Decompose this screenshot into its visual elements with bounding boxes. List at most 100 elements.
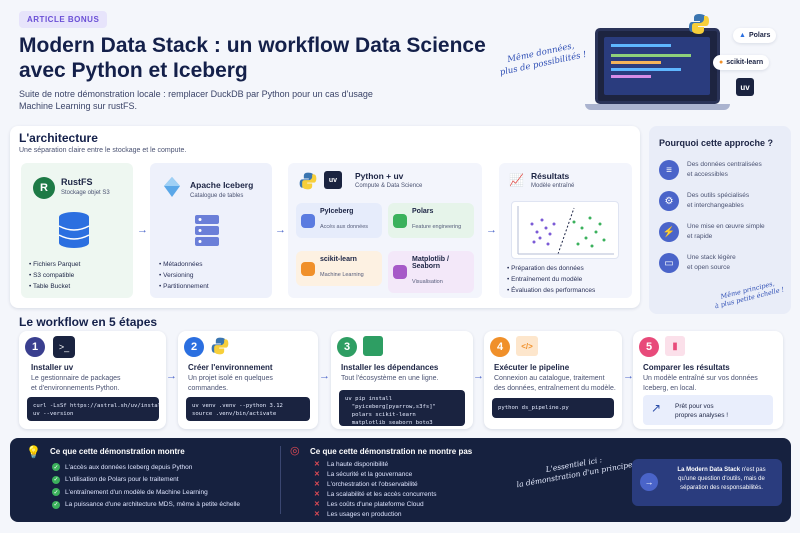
iceberg-item: • Versioning xyxy=(159,272,194,279)
laptop-icon: ▭ xyxy=(659,253,679,273)
polars-logo: ▲Polars xyxy=(733,28,777,43)
results-item-label: Évaluation des performances xyxy=(511,287,596,294)
architecture-title: L'architecture xyxy=(19,131,98,145)
lib-name: PyIceberg xyxy=(320,208,354,215)
title-line-1: Modern Data Stack : un workflow Data Sci… xyxy=(19,34,486,57)
iceberg-item: • Métadonnées xyxy=(159,261,203,268)
arrow-right-icon: → xyxy=(319,370,330,382)
laptop-base xyxy=(585,104,730,110)
arrow-icon: → xyxy=(640,473,658,491)
not-shows-item-label: Les coûts d'une plateforme Cloud xyxy=(327,501,424,509)
not-shows-item: ✕Les usages en production xyxy=(314,511,436,520)
target-icon: ◎ xyxy=(290,445,300,457)
step-desc-line2: et d'environnements Python. xyxy=(31,385,120,392)
results-item: • Entraînement du modèle xyxy=(507,276,583,283)
results-name: Résultats xyxy=(531,171,570,181)
not-shows-title: Ce que cette démonstration ne montre pas xyxy=(310,447,473,456)
check-icon: ✓ xyxy=(52,488,60,496)
why-title: Pourquoi cette approche ? xyxy=(659,138,774,148)
results-item: • Évaluation des performances xyxy=(507,287,596,294)
why-item-line1: Une stack légère xyxy=(687,254,736,261)
check-icon: ✓ xyxy=(52,500,60,509)
rustfs-item: • Table Bucket xyxy=(29,283,71,290)
step-desc: Tout l'écosystème en une ligne. xyxy=(341,375,439,382)
rustfs-card: R RustFS Stockage objet S3 • Fichiers Pa… xyxy=(21,163,133,298)
shows-item-label: La puissance d'une architecture MDS, mêm… xyxy=(65,501,241,508)
cross-icon: ✕ xyxy=(314,471,320,479)
sklearn-icon: ● xyxy=(719,59,724,66)
arrow-right-icon: → xyxy=(137,224,148,236)
conclusion-line1: n'est pas xyxy=(740,467,766,473)
results-list: • Préparation des données • Entraînement… xyxy=(507,263,595,296)
python-icon xyxy=(210,336,230,356)
sklearn-label: scikit-learn xyxy=(726,59,764,66)
rustfs-desc: Stockage objet S3 xyxy=(61,190,110,196)
title-line-2: avec Python et Iceberg xyxy=(19,59,248,82)
results-item-label: Préparation des données xyxy=(511,265,584,272)
shows-item: ✓L'utilisation de Polars pour le traitem… xyxy=(52,475,240,484)
shows-item-label: L'entraînement d'un modèle de Machine Le… xyxy=(65,488,208,496)
divider xyxy=(280,446,281,514)
not-shows-item: ✕La scalabilité et les accès concurrents xyxy=(314,491,436,500)
step-number: 3 xyxy=(337,337,357,357)
step-desc-line1: Connexion au catalogue, traitement xyxy=(494,375,605,382)
why-item-line2: et accessibles xyxy=(687,171,728,178)
iceberg-name: Apache Iceberg xyxy=(190,180,254,190)
rustfs-item: • Fichiers Parquet xyxy=(29,261,81,268)
lib-desc: Accès aux données xyxy=(320,224,369,230)
not-shows-item: ✕La sécurité et la gouvernance xyxy=(314,471,436,480)
iceberg-icon xyxy=(160,175,184,199)
page-subtitle: Suite de notre démonstration locale : re… xyxy=(19,88,409,112)
not-shows-list: ✕ La haute disponibilité ✕La sécurité et … xyxy=(314,461,436,522)
database-icon xyxy=(57,211,91,249)
ready-line1: Prêt pour vos xyxy=(675,403,714,410)
shows-item-label: L'accès aux données Iceberg depuis Pytho… xyxy=(65,463,193,471)
check-icon: ✓ xyxy=(52,475,60,484)
conclusion-line3: séparation des responsabilités. xyxy=(680,485,763,491)
not-shows-item: ✕ Les coûts d'une plateforme Cloud xyxy=(314,501,436,510)
step-card-4: 4 </> Exécuter le pipeline Connexion au … xyxy=(484,331,622,429)
iceberg-card: Apache Iceberg Catalogue de tables • Mét… xyxy=(150,163,272,298)
step-title: Comparer les résultats xyxy=(643,363,730,372)
conclusion-strong: La Modern Data Stack xyxy=(677,467,741,473)
trend-icon: 📈 xyxy=(509,173,524,187)
shows-title: Ce que cette démonstration montre xyxy=(50,447,185,456)
cross-icon: ✕ xyxy=(314,501,320,509)
step-code: python ds_pipeline.py xyxy=(492,398,614,418)
trend-up-icon: ↗ xyxy=(651,401,662,415)
shows-item: ✓ L'entraînement d'un modèle de Machine L… xyxy=(52,488,240,496)
architecture-subtitle: Une séparation claire entre le stockage … xyxy=(19,147,187,154)
rustfs-item: • S3 compatible xyxy=(29,272,75,279)
lib-name: Polars xyxy=(412,208,434,215)
laptop-illustration xyxy=(595,28,720,104)
sklearn-logo: ●scikit-learn xyxy=(713,55,770,70)
step-title: Installer uv xyxy=(31,363,74,372)
iceberg-item-label: Métadonnées xyxy=(163,261,203,268)
python-icon xyxy=(298,171,318,191)
iceberg-item: • Partitionnement xyxy=(159,283,209,290)
arrow-right-icon: → xyxy=(473,370,484,382)
rustfs-icon: R xyxy=(33,177,55,199)
iceberg-item-label: Versioning xyxy=(163,272,194,279)
shows-list: ✓ L'accès aux données Iceberg depuis Pyth… xyxy=(52,463,240,513)
cross-icon: ✕ xyxy=(314,461,320,468)
gear-icon: ⚙ xyxy=(659,191,679,211)
not-shows-item-label: L'orchestration et l'observabilité xyxy=(327,481,418,489)
rustfs-item-label: Fichiers Parquet xyxy=(33,261,81,268)
summary-panel: 💡 Ce que cette démonstration montre ✓L'a… xyxy=(10,438,791,522)
arrow-right-icon: → xyxy=(166,370,177,382)
step-number: 1 xyxy=(25,337,45,357)
step-card-1: 1 >_ Installer uv Le gestionnaire de pac… xyxy=(19,331,166,429)
sklearn-icon xyxy=(301,261,315,276)
step-code: uv pip install "pyiceberg[pyarrow,s3fs]"… xyxy=(339,390,465,426)
why-item-line1: Une mise en œuvre simple xyxy=(687,223,765,230)
uv-icon: uv xyxy=(324,171,342,189)
not-shows-item: ✕L'orchestration et l'observabilité xyxy=(314,481,436,490)
not-shows-item-label: La haute disponibilité xyxy=(327,461,389,468)
